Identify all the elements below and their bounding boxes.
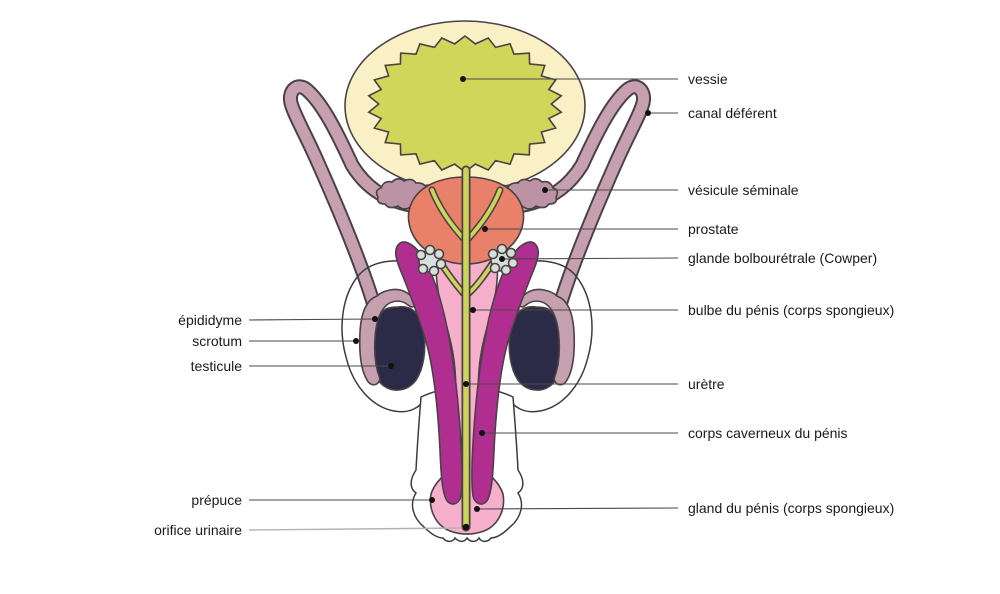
label-gland-du-penis: gland du pénis (corps spongieux) xyxy=(688,500,894,516)
label-canal-deferent: canal déférent xyxy=(688,105,777,121)
cowper-gland-left xyxy=(415,244,447,277)
corpus-cavernosum-left xyxy=(394,241,463,505)
label-prepuce: prépuce xyxy=(191,492,242,508)
epididymis-left xyxy=(358,288,416,386)
corpus-cavernosum-right xyxy=(471,241,540,505)
labels-right: vessie canal déférent vésicule séminale … xyxy=(688,71,894,516)
scrotum-right xyxy=(507,260,593,413)
label-orifice-urinaire: orifice urinaire xyxy=(154,522,242,538)
label-vesicule-seminale: vésicule séminale xyxy=(688,182,799,198)
label-scrotum: scrotum xyxy=(192,333,242,349)
epididymis-right xyxy=(518,288,576,386)
label-glande-bolbouretrale: glande bolbourétrale (Cowper) xyxy=(688,250,877,266)
label-epididyme: épididyme xyxy=(178,312,242,328)
label-vessie: vessie xyxy=(688,71,728,87)
label-bulbe-du-penis: bulbe du pénis (corps spongieux) xyxy=(688,302,894,318)
label-corps-caverneux: corps caverneux du pénis xyxy=(688,425,848,441)
label-uretre: urètre xyxy=(688,376,725,392)
labels-left: épididyme scrotum testicule prépuce orif… xyxy=(154,312,242,538)
scrotum-left xyxy=(341,260,427,413)
urethral-orifice-dot xyxy=(462,523,470,531)
label-prostate: prostate xyxy=(688,221,739,237)
leader-lines xyxy=(248,76,679,531)
label-testicule: testicule xyxy=(191,358,243,374)
